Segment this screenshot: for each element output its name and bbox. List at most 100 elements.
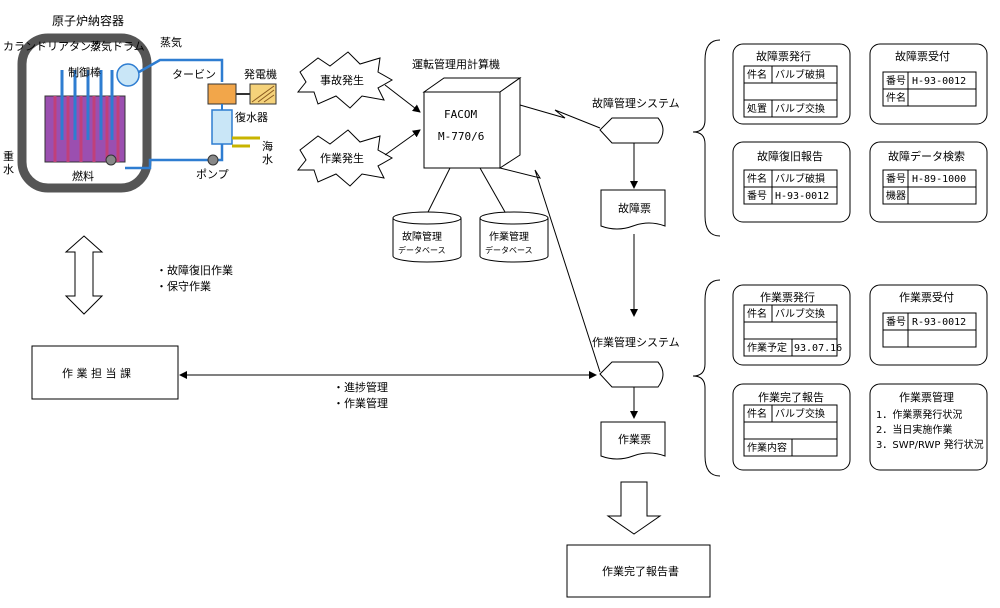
fault-brace [692,39,721,237]
screen-title: 故障票発行 [756,49,811,63]
field-label: 作業内容 [747,441,787,454]
accident-label: 事故発生 [320,73,364,87]
field-value: H-93-0012 [912,76,966,87]
accident-arrow [384,84,421,113]
field-label: 番号 [747,190,767,202]
work-brace [692,279,721,477]
field-value: バルブ破損 [775,68,825,81]
screen-work-issue: 作業票発行 件名 バルブ交換 作業予定 93.07.16 [732,284,851,366]
field-value: バルブ交換 [775,307,825,320]
steam-drum-label: 蒸気ドラム [90,39,145,53]
field-label: 番号 [886,173,906,185]
field-label: 番号 [886,316,906,328]
steam-label: 蒸気 [160,35,182,49]
work-display [599,361,664,388]
field-label: 件名 [747,68,767,81]
computer-front [423,91,501,169]
screen-title: 作業票受付 [899,291,954,304]
screen-work-management: 作業票管理 1．作業票発行状況 2．当日実施作業 3．SWP/RWP 発行状況 [869,383,988,471]
screen-fault-recovery: 故障復旧報告 件名 バルブ破損 番号 H-93-0012 [732,141,851,223]
work-burst [296,129,394,187]
generator-label: 発電機 [244,67,277,81]
accident-event: 事故発生 [296,51,394,109]
screen-work-receive: 作業票受付 番号 R-93-0012 [869,284,988,366]
field-label: 件名 [747,172,767,185]
steam-line [138,58,224,82]
work-section-box [31,345,179,400]
field-label: 件名 [747,407,767,420]
control-rod-label: 制御棒 [68,65,101,79]
accident-burst [296,51,394,109]
turbine-label: タービン [172,68,216,81]
menu-item: 3．SWP/RWP 発行状況 [876,438,984,451]
fuel-label: 燃料 [72,169,94,183]
reactor-plant: 原子炉納容器 カランドリアタンク 制御棒 蒸気ドラム 蒸気 タービン 発電機 [3,13,277,193]
field-value: バルブ交換 [775,407,825,420]
work-db-line2: データベース [485,245,533,255]
screen-work-complete: 作業完了報告 件名 バルブ交換 作業内容 [732,383,851,471]
work-event-label: 作業発生 [320,151,364,165]
field-value: 93.07.16 [794,343,842,354]
computer-model: M-770/6 [438,130,484,143]
screen-title: 作業票管理 [899,390,954,404]
field-label: 処置 [747,102,767,115]
field-value: H-89-1000 [912,174,966,185]
screen-title: 作業票発行 [760,290,815,304]
fault-system-label: 故障管理システム [592,96,680,110]
work-system-link [499,167,601,373]
steam-drum [116,63,140,87]
screen-title: 故障票受付 [895,49,950,63]
mgmt-2: ・作業管理 [333,396,388,410]
task-1: ・故障復旧作業 [156,263,233,277]
field-label: 番号 [886,75,906,87]
computer: 運転管理用計算機 FACOM M-770/6 [412,57,522,169]
screen-title: 作業完了報告 [758,390,824,404]
fault-display [599,117,664,144]
work-db-line1: 作業管理 [489,230,529,243]
sea-label: 海 [262,139,273,153]
field-value: バルブ交換 [775,102,825,115]
screen-title: 故障復旧報告 [757,149,823,163]
calandria-label: カランドリアタンク [3,40,102,53]
screen-title: 故障データ検索 [888,149,965,163]
work-ticket-label: 作業票 [618,433,651,446]
field-label: 作業予定 [747,341,787,354]
fault-db-line1: 故障管理 [402,230,442,243]
work-section-label: 作 業 担 当 課 [62,366,131,380]
screen-fault-receive: 故障票受付 番号 H-93-0012 件名 [869,43,988,125]
field-value: H-93-0012 [775,191,829,202]
menu-item: 2．当日実施作業 [876,423,952,436]
water-label: 水 [262,153,273,166]
db1-link [427,167,451,213]
field-label: 件名 [747,307,767,320]
pump [207,154,219,166]
computer-title: 運転管理用計算機 [412,57,500,71]
pump-label: ポンプ [196,168,229,181]
field-label: 機器 [886,189,906,202]
task-2: ・保守作業 [156,279,211,293]
work-system-label: 作業管理システム [592,335,680,349]
heavy-water-label: 水 [3,163,14,176]
computer-name: FACOM [444,108,477,121]
condenser [211,109,233,145]
fault-database: 故障管理 データベース [392,211,462,263]
report-label: 作業完了報告書 [602,564,679,578]
condenser-label: 復水器 [235,111,268,124]
screen-fault-search: 故障データ検索 番号 H-89-1000 機器 [869,141,988,223]
report-arrow [606,481,662,535]
containment-label: 原子炉納容器 [52,13,124,28]
containment-vessel [17,33,152,193]
section-plant-arrow [64,235,104,315]
mgmt-1: ・進捗管理 [333,380,388,394]
db2-link [479,167,506,213]
screen-fault-issue: 故障票発行 件名 バルブ破損 処置 バルブ交換 [732,43,851,125]
work-event: 作業発生 [296,129,394,187]
field-value: R-93-0012 [912,317,966,328]
work-database: 作業管理 データベース [479,211,549,263]
report-box [566,544,711,598]
work-ticket [600,421,666,460]
work-arrow [384,129,421,156]
field-label: 件名 [886,91,906,104]
fuel-channels [53,96,120,162]
